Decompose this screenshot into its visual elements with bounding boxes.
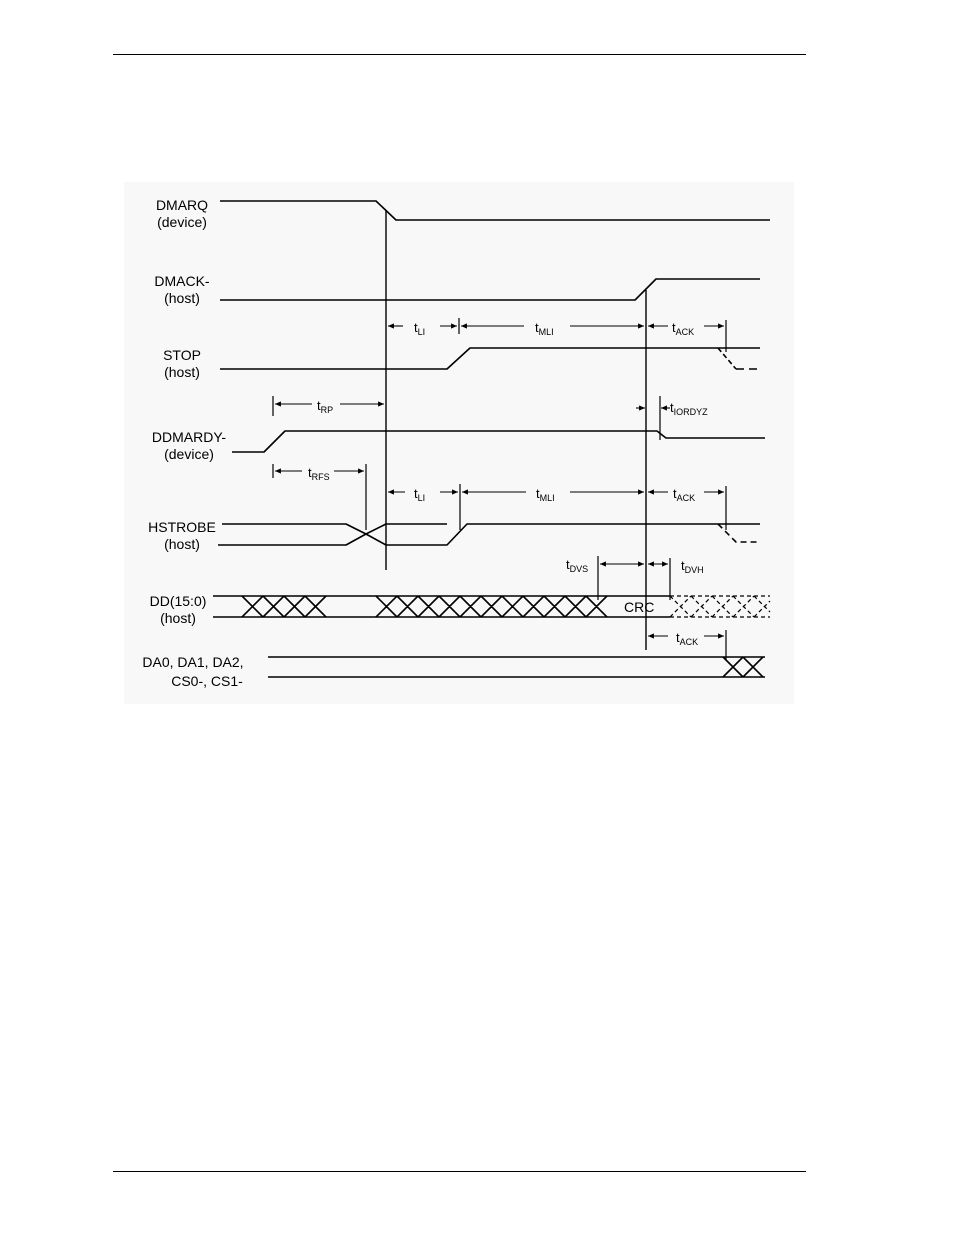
label-tack-1: tACK [672,320,694,337]
signal-label-dd: DD(15:0) [150,593,207,609]
footer-rule [113,1171,806,1172]
label-tli-1: tLI [414,320,425,337]
signal-label-stop: STOP [163,347,201,363]
signal-label-da: DA0, DA1, DA2, [142,654,243,670]
signal-role-dmarq: (device) [157,214,207,230]
bus-dd-tristate [669,595,771,618]
signal-label-dmack: DMACK- [154,273,210,289]
signal-role-dmack: (host) [164,290,200,306]
bus-dd-transitions-2 [375,595,601,618]
label-tdvh: tDVH [681,558,704,575]
signal-role-dd: (host) [160,610,196,626]
label-tiordyz: tIORDYZ [670,400,708,417]
label-tack-2: tACK [673,486,695,503]
bus-da-transitions [722,656,764,678]
waveform-dmack [220,278,760,301]
signal-label-dmarq: DMARQ [156,197,208,213]
label-trp: tRP [317,398,333,415]
bus-dd-transitions-1 [241,595,327,618]
label-tmli-2: tMLI [536,486,555,503]
waveform-hstrobe-release [717,523,760,543]
label-tli-2: tLI [414,486,425,503]
header-rule [113,54,806,55]
signal-role-hstrobe: (host) [164,536,200,552]
signal-label-hstrobe: HSTROBE [148,519,216,535]
signal-label-ddmardy: DDMARDY- [152,429,226,445]
label-tmli-1: tMLI [535,320,554,337]
signal-role-ddmardy: (device) [164,446,214,462]
waveform-hstrobe-low [218,523,447,546]
label-tdvs: tDVS [566,557,588,574]
label-tack-3: tACK [676,630,698,647]
signal-role-stop: (host) [164,364,200,380]
label-trfs: tRFS [308,465,330,482]
waveform-stop [220,347,760,370]
bus-dd-crc-entry [599,595,608,618]
signal-role-da: CS0-, CS1- [171,673,243,689]
waveform-stop-release [717,347,737,370]
waveform-ddmardy [232,430,765,453]
bus-value-crc: CRC [624,599,654,615]
